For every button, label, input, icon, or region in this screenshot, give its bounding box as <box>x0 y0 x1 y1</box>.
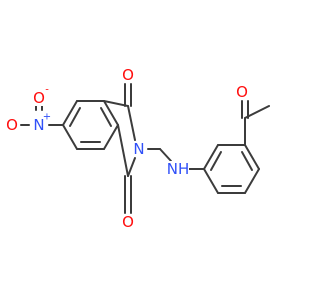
bond-ring-a4 <box>103 124 119 150</box>
atom-label-background <box>122 214 134 230</box>
bond-ph-4 <box>244 168 260 194</box>
atom-label-background <box>6 117 18 133</box>
atom-label-n: N <box>33 116 44 134</box>
atom-label-background <box>167 161 189 177</box>
atom-label-o: O <box>33 89 45 107</box>
atom-label-background <box>33 117 45 133</box>
atom-label-background <box>122 67 134 83</box>
bond-imide-c1-n <box>127 105 136 141</box>
atom-n_amine: NH <box>167 160 190 178</box>
atom-charge-positive: + <box>43 112 51 123</box>
atom-label-o: O <box>122 66 134 84</box>
bond-ring-a1-inner <box>69 107 81 127</box>
bond-ph-1 <box>203 144 219 170</box>
atom-o_imide_top: O <box>122 66 134 84</box>
bond-ring-a3-inner <box>100 107 112 127</box>
bond-ring-a1 <box>62 100 78 126</box>
bond-ph-3 <box>244 144 260 170</box>
bond-ph-1-inner <box>210 151 222 171</box>
atom-label-o: O <box>122 213 134 231</box>
bond-layer <box>20 83 270 214</box>
atom-o_acetyl: O <box>236 83 248 101</box>
atom-label-n: N <box>133 140 144 158</box>
atom-label-background <box>33 90 45 106</box>
bond-ph-3-inner <box>241 151 253 171</box>
atom-o_nitro_top: O- <box>33 85 49 107</box>
bond-ph-6 <box>203 168 219 194</box>
bond-ring-a6 <box>62 124 78 150</box>
atom-n_imide: N <box>133 140 145 158</box>
bond-ch2-nh <box>159 148 172 162</box>
bond-acetyl-methyl <box>244 105 270 119</box>
bond-imide-c2-ring <box>117 124 129 177</box>
atom-label-nh: NH <box>167 160 190 178</box>
atom-charge-negative: - <box>45 85 49 96</box>
atom-n_nitro: N+ <box>33 112 51 134</box>
atom-label-o: O <box>6 116 18 134</box>
bond-imide-c2-n <box>127 157 136 177</box>
atom-o_nitro_side: O <box>6 116 18 134</box>
atom-o_imide_bottom: O <box>122 213 134 231</box>
bond-ring-a3 <box>103 100 119 126</box>
atom-label-background <box>133 141 145 157</box>
atom-label-background <box>236 84 248 100</box>
atom-label-o: O <box>236 83 248 101</box>
